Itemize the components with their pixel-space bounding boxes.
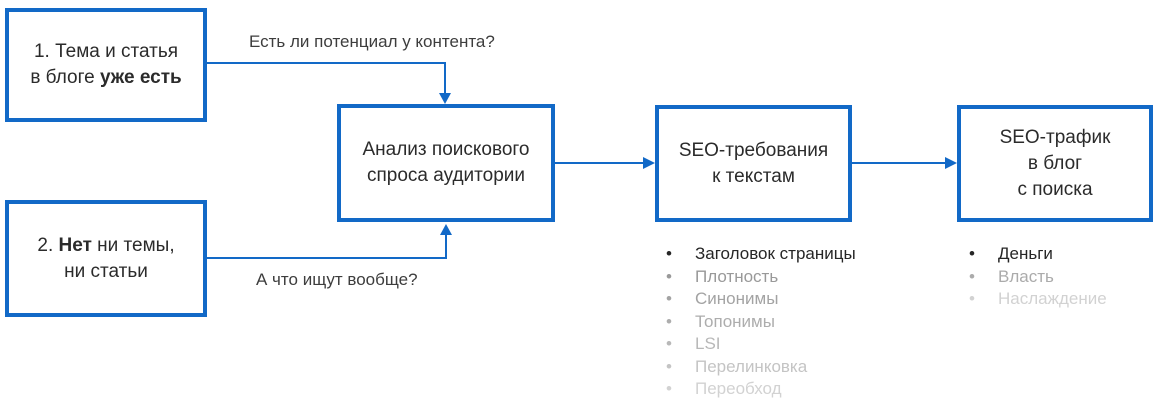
arrowhead-down-icon bbox=[439, 93, 451, 104]
connector-line bbox=[444, 62, 446, 93]
bullet-icon: • bbox=[969, 244, 975, 263]
seo-requirements-list: • Заголовок страницы • Плотность • Синонимы • Т… bbox=[666, 243, 856, 401]
list-item: • Топонимы bbox=[666, 311, 856, 334]
list-item-label: Заголовок страницы bbox=[695, 244, 856, 263]
box-line: с поиска bbox=[1017, 178, 1093, 200]
list-item: • Наслаждение bbox=[969, 288, 1107, 311]
box-line: 2. Нет ни темы, bbox=[37, 234, 175, 256]
bullet-icon: • bbox=[666, 266, 672, 286]
box-line: в блоге уже есть bbox=[30, 67, 182, 88]
list-item-label: Переобход bbox=[695, 379, 782, 398]
list-item: • Перелинковка bbox=[666, 356, 856, 379]
bullet-icon: • bbox=[666, 311, 672, 331]
box-line: Анализ поискового bbox=[362, 139, 530, 160]
box-line: спроса аудитории bbox=[366, 165, 526, 186]
box-topic-exists: 1. Тема и статья в блоге уже есть bbox=[5, 8, 207, 122]
list-item: • Синонимы bbox=[666, 288, 856, 311]
connector-line bbox=[555, 162, 644, 164]
list-item-label: Синонимы bbox=[695, 289, 779, 308]
connector-line bbox=[852, 162, 946, 164]
bullet-icon: • bbox=[969, 289, 975, 308]
seo-traffic-list: • Деньги • Власть • Наслаждение bbox=[969, 243, 1107, 311]
arrow-label-top-question: Есть ли потенциал у контента? bbox=[249, 32, 495, 51]
box-line: 1. Тема и статья bbox=[33, 41, 179, 62]
bullet-icon: • bbox=[666, 289, 672, 308]
list-item-label: Перелинковка bbox=[695, 356, 808, 376]
box-seo-traffic: SEO-трафик в блог с поиска bbox=[957, 105, 1153, 222]
bullet-icon: • bbox=[666, 244, 672, 263]
bullet-icon: • bbox=[969, 266, 975, 286]
list-item-label: Деньги bbox=[998, 244, 1053, 263]
box-line: к текстам bbox=[712, 165, 795, 187]
list-item: • Переобход bbox=[666, 378, 856, 401]
connector-line bbox=[207, 257, 447, 259]
arrowhead-up-icon bbox=[440, 224, 452, 235]
box-line: в блог bbox=[1027, 152, 1083, 174]
box-no-topic: 2. Нет ни темы, ни статьи bbox=[5, 200, 207, 317]
list-item: • Деньги bbox=[969, 243, 1107, 266]
list-item-label: Наслаждение bbox=[998, 289, 1107, 308]
connector-line bbox=[445, 235, 447, 259]
arrowhead-right-icon bbox=[945, 157, 957, 169]
bullet-icon: • bbox=[666, 334, 672, 353]
box-search-demand-analysis: Анализ поискового спроса аудитории bbox=[337, 104, 555, 222]
list-item-label: LSI bbox=[695, 334, 721, 353]
list-item: • LSI bbox=[666, 333, 856, 356]
bullet-icon: • bbox=[666, 379, 672, 398]
list-item: • Заголовок страницы bbox=[666, 243, 856, 266]
list-item: • Плотность bbox=[666, 266, 856, 289]
arrowhead-right-icon bbox=[643, 157, 655, 169]
box-seo-requirements: SEO-требования к текстам bbox=[655, 105, 852, 222]
box-line: SEO-требования bbox=[678, 139, 829, 161]
box-line: ни статьи bbox=[64, 260, 148, 282]
list-item-label: Плотность bbox=[695, 266, 779, 286]
bullet-icon: • bbox=[666, 356, 672, 376]
box-line: SEO-трафик bbox=[999, 126, 1111, 148]
list-item-label: Топонимы bbox=[695, 311, 775, 331]
list-item: • Власть bbox=[969, 266, 1107, 289]
connector-line bbox=[207, 62, 446, 64]
arrow-label-bottom-question: А что ищут вообще? bbox=[256, 270, 418, 289]
list-item-label: Власть bbox=[998, 266, 1054, 286]
